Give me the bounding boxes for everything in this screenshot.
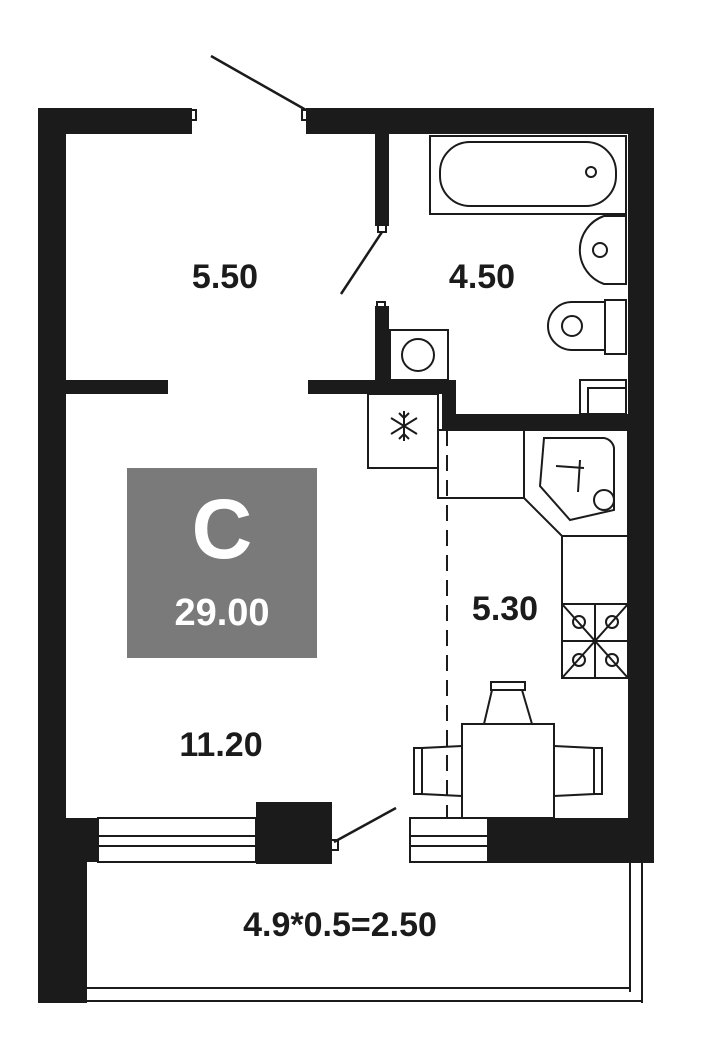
- bathroom-area: 4.50: [449, 258, 515, 296]
- hall-area: 5.50: [192, 258, 258, 296]
- bathtub: [429, 135, 627, 215]
- washing-machine: [389, 329, 449, 381]
- window-left: [97, 817, 257, 863]
- cooktop: [561, 603, 629, 679]
- dining-chair-right: [553, 745, 603, 797]
- entrance-door: [210, 54, 307, 112]
- dining-chair-left: [413, 745, 463, 797]
- toilet: [547, 299, 627, 355]
- bathroom-cabinet: [579, 379, 627, 415]
- kitchen-area: 5.30: [472, 590, 538, 628]
- bathroom-door: [339, 231, 384, 295]
- snowflake-icon: [390, 411, 418, 441]
- apartment-type-badge: C 29.00: [127, 468, 317, 658]
- bathroom-sink: [578, 215, 627, 285]
- balcony-area: 4.9*0.5=2.50: [243, 906, 437, 944]
- fridge: [367, 393, 439, 469]
- balcony: [85, 862, 643, 1003]
- balcony-door: [329, 806, 489, 863]
- kitchen-sink: [523, 429, 629, 537]
- total-area: 29.00: [174, 592, 269, 634]
- apartment-type-letter: C: [192, 482, 253, 576]
- kitchen-counter-left: [437, 429, 525, 499]
- walls: [38, 108, 654, 1003]
- dining-chair-top: [483, 681, 533, 725]
- living-room-area: 11.20: [179, 726, 262, 764]
- dining-table: [461, 723, 555, 819]
- kitchen-counter-right: [561, 535, 629, 605]
